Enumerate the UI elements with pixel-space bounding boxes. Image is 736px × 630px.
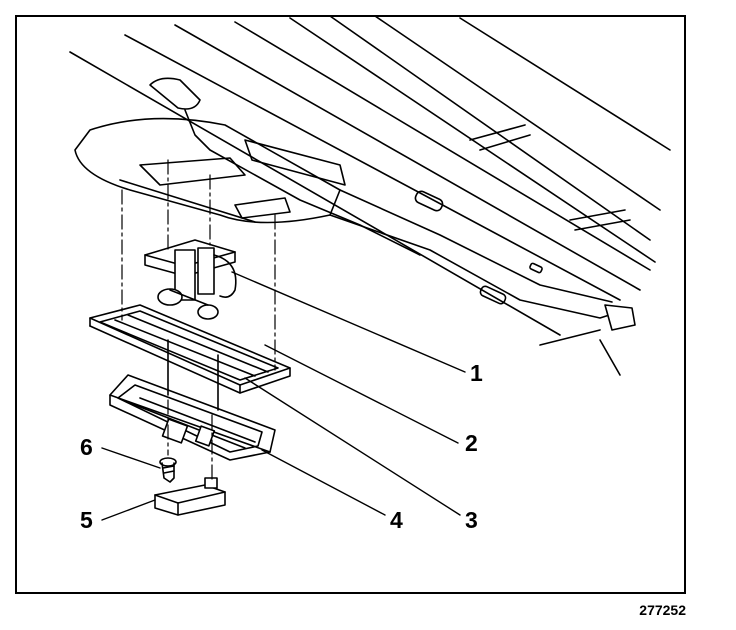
part-1: [144, 239, 237, 320]
leader-lines: [101, 271, 466, 521]
part-6: [159, 457, 177, 483]
part-5: [154, 477, 226, 516]
callout-1: 1: [470, 360, 483, 386]
part-3: [167, 339, 219, 411]
diagram-frame: [15, 15, 686, 594]
callout-4: 4: [390, 507, 403, 533]
callout-6: 6: [80, 434, 93, 460]
callout-5: 5: [80, 507, 93, 533]
callout-3: 3: [465, 507, 478, 533]
roof-headliner: [69, 15, 671, 376]
part-2: [89, 304, 291, 394]
alignment-lines: [121, 159, 276, 481]
callout-2: 2: [465, 430, 478, 456]
part-4: [109, 374, 276, 461]
figure-number: 277252: [639, 602, 686, 618]
